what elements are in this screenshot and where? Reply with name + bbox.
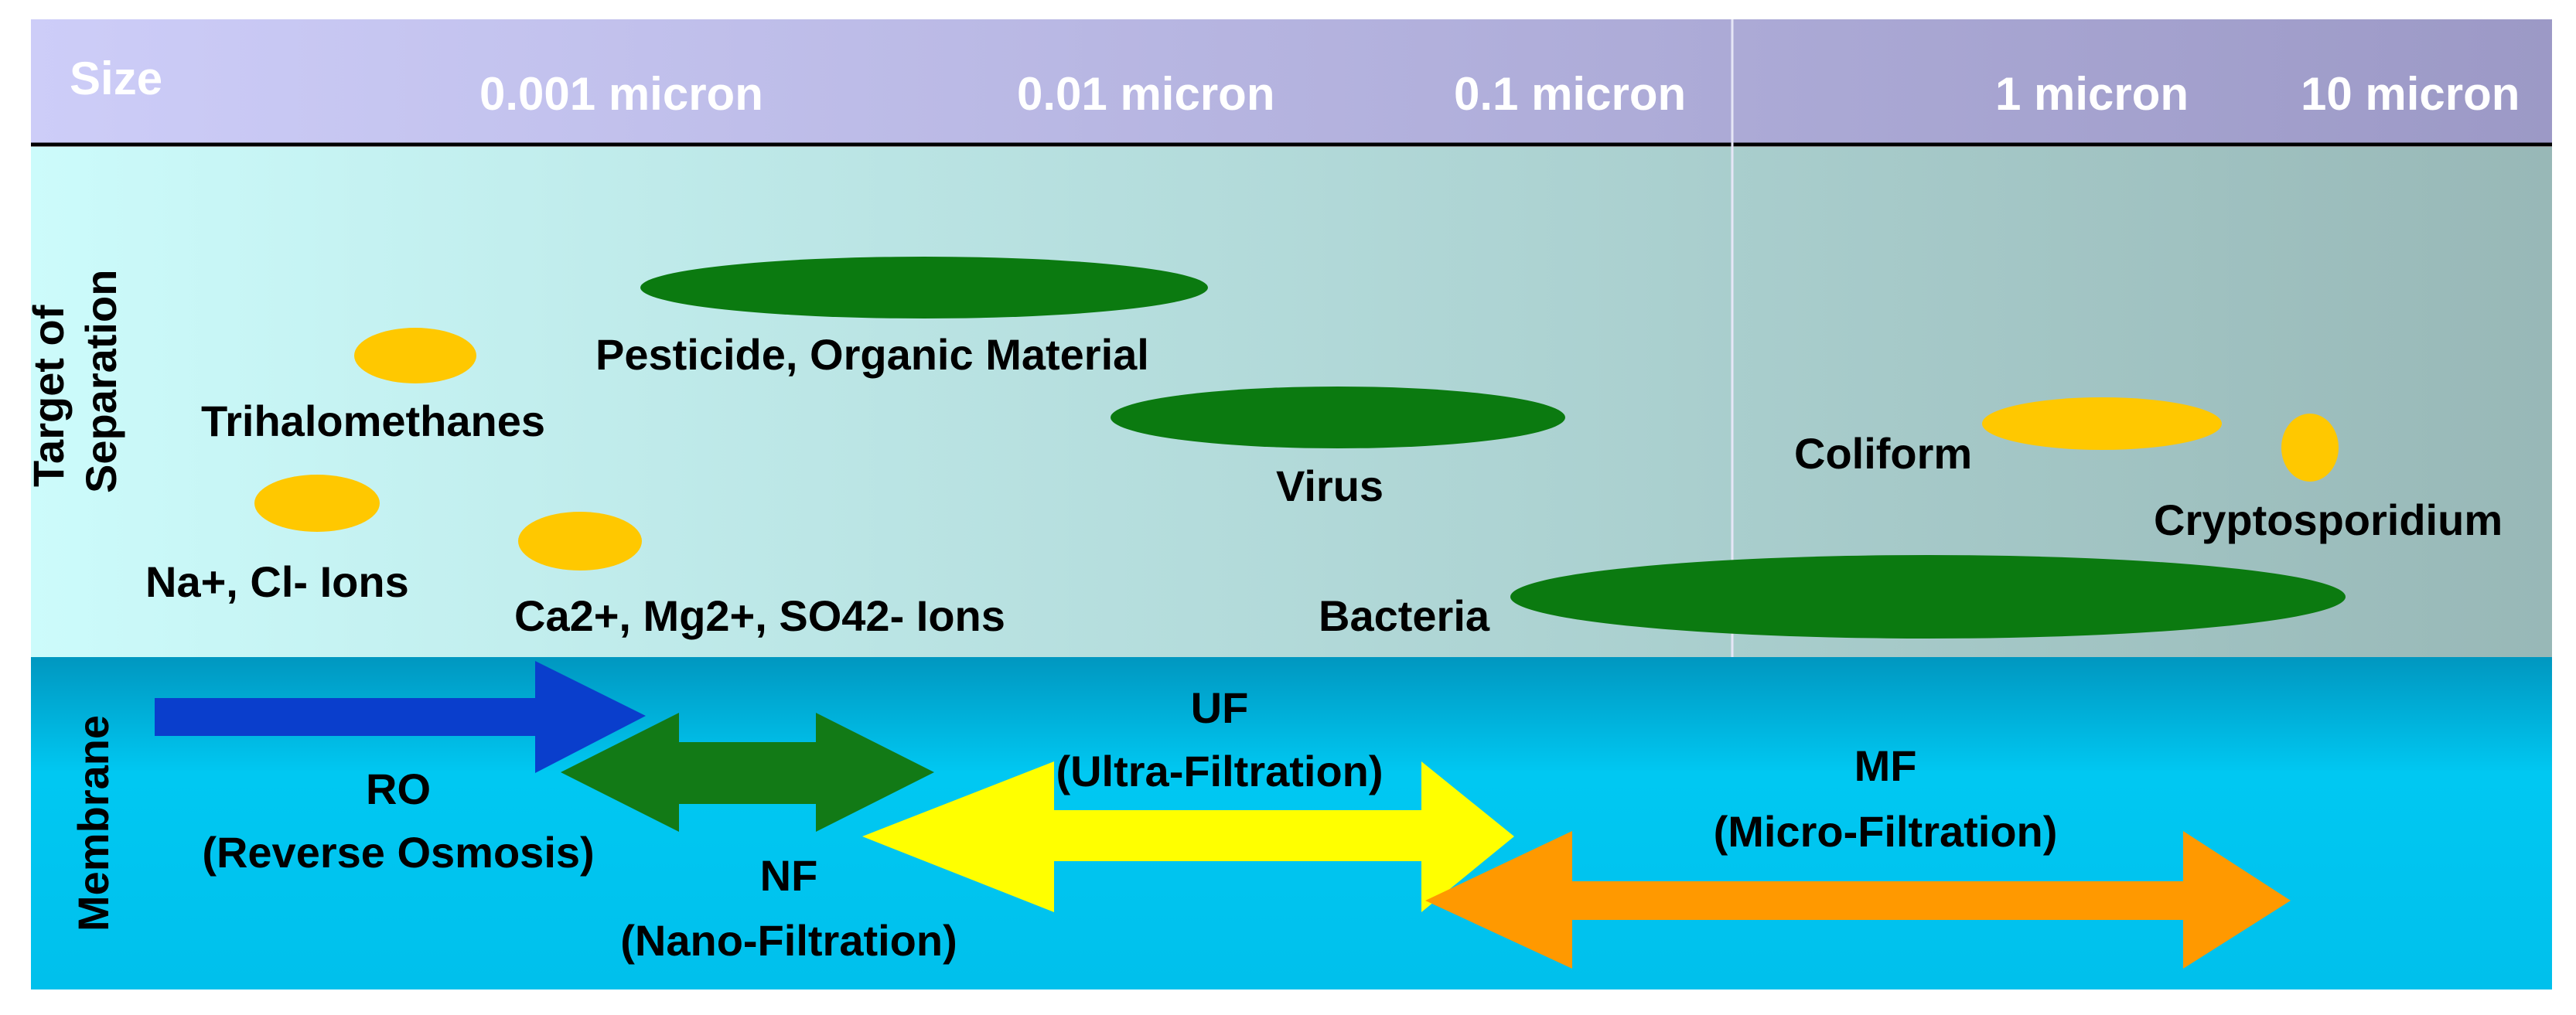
- scale-tick-4: 10 micron: [2301, 68, 2520, 120]
- nf-full: (Nano-Filtration): [620, 916, 957, 965]
- pesticide-ellipse: [640, 257, 1208, 318]
- uf-full: (Ultra-Filtration): [1056, 747, 1383, 795]
- scale-tick-3: 1 micron: [1995, 68, 2189, 120]
- ca-mg-so4-ellipse: [518, 512, 642, 571]
- coliform-label: Coliform: [1794, 429, 1972, 478]
- virus-ellipse: [1111, 387, 1565, 448]
- virus-label: Virus: [1276, 462, 1384, 510]
- bacteria-label: Bacteria: [1319, 591, 1490, 640]
- trihalomethanes-label: Trihalomethanes: [201, 397, 545, 445]
- nf-abbr: NF: [760, 851, 818, 900]
- size-header-band: [31, 19, 2552, 143]
- cryptosporidium-ellipse: [2281, 414, 2339, 482]
- na-cl-ellipse: [254, 475, 380, 532]
- nf-arrow: [561, 713, 934, 832]
- size-label: Size: [70, 53, 162, 104]
- pesticide-label: Pesticide, Organic Material: [595, 330, 1149, 379]
- mf-full: (Micro-Filtration): [1714, 807, 2058, 856]
- target-row-label-line1: Target of: [24, 305, 73, 487]
- trihalomethanes-ellipse: [354, 328, 476, 383]
- ca-mg-so4-label: Ca2+, Mg2+, SO42- Ions: [514, 591, 1005, 640]
- ro-arrow: [155, 661, 646, 773]
- scale-tick-1: 0.01 micron: [1017, 68, 1275, 120]
- scale-tick-2: 0.1 micron: [1454, 68, 1686, 120]
- cryptosporidium-label: Cryptosporidium: [2154, 496, 2503, 544]
- uf-abbr: UF: [1191, 683, 1249, 732]
- mf-abbr: MF: [1854, 741, 1917, 790]
- ro-full: (Reverse Osmosis): [202, 828, 594, 877]
- ro-abbr: RO: [366, 765, 431, 813]
- na-cl-label: Na+, Cl- Ions: [145, 557, 409, 606]
- uf-arrow: [862, 761, 1514, 912]
- target-row-label-line2: Separation: [77, 270, 125, 493]
- mf-arrow: [1425, 831, 2291, 969]
- membrane-row-label: Membrane: [69, 715, 118, 932]
- scale-tick-0: 0.001 micron: [479, 68, 763, 120]
- coliform-ellipse: [1982, 397, 2222, 450]
- bacteria-ellipse: [1510, 555, 2346, 639]
